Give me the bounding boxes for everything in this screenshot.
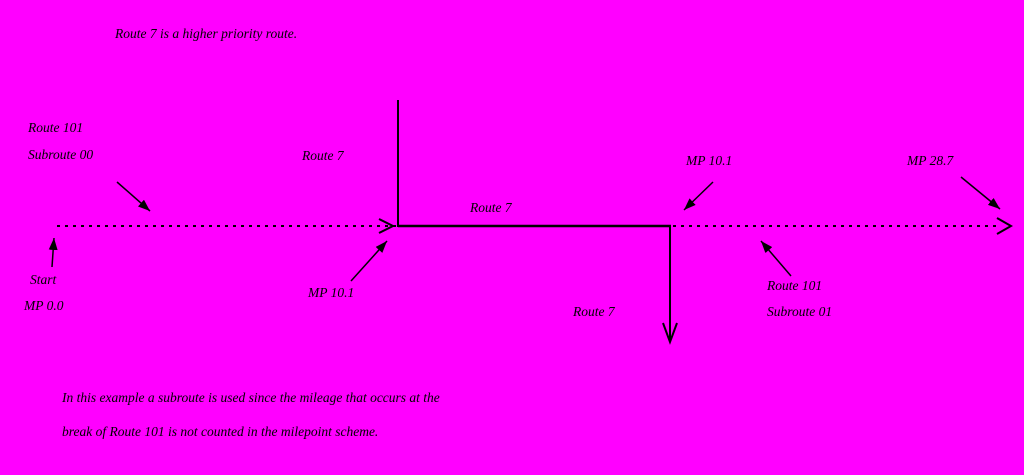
- mp101-upper-pointer-arrow: [683, 181, 714, 211]
- note-line-2: break of Route 101 is not counted in the…: [62, 424, 379, 439]
- diagram-title: Route 7 is a higher priority route.: [115, 26, 298, 41]
- subroute00-label: Subroute 00: [28, 147, 94, 162]
- start-label: Start: [30, 272, 57, 287]
- bottom-line-arrowhead: [662, 322, 678, 345]
- route101-label-left: Route 101: [28, 120, 84, 135]
- subroute01-pointer-arrow: [760, 240, 792, 277]
- dotted-line-end-arrowhead: [996, 217, 1014, 235]
- mp287-label: MP 28.7: [907, 153, 954, 168]
- mp101-label-lower: MP 10.1: [308, 285, 355, 300]
- mp101-label-upper: MP 10.1: [686, 153, 733, 168]
- route7-label-upper: Route 7: [302, 148, 344, 163]
- junction-arrowhead: [378, 218, 396, 234]
- subroute00-pointer-arrow: [116, 181, 151, 212]
- subroute01-label: Subroute 01: [767, 304, 833, 319]
- route101-label-right: Route 101: [767, 278, 823, 293]
- start-pointer-arrow: [48, 237, 58, 268]
- note-line-1: In this example a subroute is used since…: [62, 390, 440, 405]
- route7-label-lower: Route 7: [573, 304, 615, 319]
- mp287-pointer-arrow: [960, 176, 1001, 210]
- mp101-lower-pointer-arrow: [350, 240, 388, 282]
- mp00-label: MP 0.0: [24, 298, 64, 313]
- route7-label-mid: Route 7: [470, 200, 512, 215]
